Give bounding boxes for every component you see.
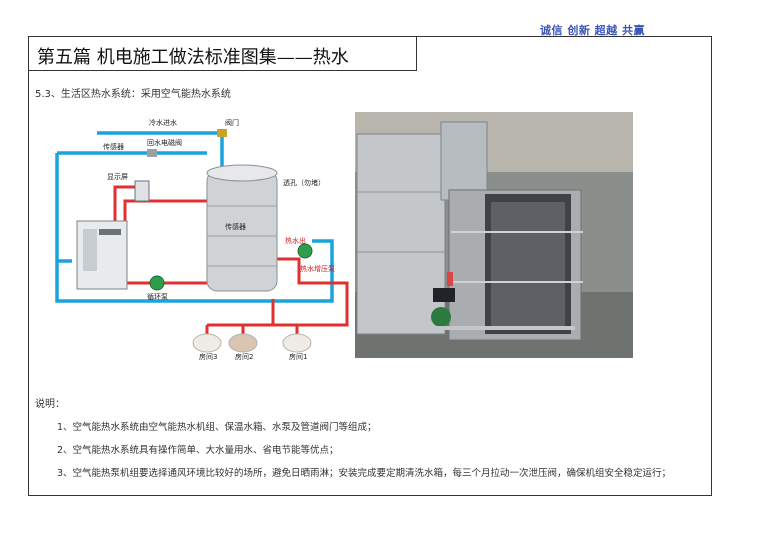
label-return-valve: 回水电磁阀	[147, 138, 182, 147]
circulation-pump	[149, 275, 165, 291]
label-booster-pump: 热水增压泵	[300, 264, 335, 273]
note-item-2: 2、空气能热水系统具有操作简单、大水量用水、省电节能等优点；	[57, 445, 339, 456]
return-solenoid-valve	[147, 149, 157, 157]
label-vent: 透孔（勿堵）	[283, 178, 325, 187]
display-screen	[134, 180, 150, 202]
label-room-3: 房间3	[199, 352, 217, 361]
hot-water-pipes	[113, 185, 349, 335]
label-sensor-1: 传感器	[103, 142, 124, 151]
installation-photo	[355, 112, 633, 358]
page-frame: 第五篇 机电施工做法标准图集——热水 5.3、生活区热水系统：采用空气能热水系统	[28, 36, 712, 496]
booster-pump	[297, 243, 313, 259]
notes-heading: 说明：	[35, 399, 65, 410]
title-box: 第五篇 机电施工做法标准图集——热水	[29, 37, 417, 71]
water-tank	[206, 164, 278, 292]
page-title: 第五篇 机电施工做法标准图集——热水	[37, 47, 349, 68]
company-slogan: 诚信 创新 超越 共赢	[540, 24, 645, 37]
note-item-3: 3、空气能热泵机组要选择通风环境比较好的场所，避免日晒雨淋；安装完成要定期清洗水…	[57, 468, 672, 479]
label-room-2: 房间2	[235, 352, 253, 361]
label-circulation-pump: 循环泵	[147, 292, 168, 301]
label-cold-water: 冷水进水	[149, 118, 177, 127]
inlet-valve	[217, 129, 227, 137]
label-valve: 阀门	[225, 118, 239, 127]
note-item-1: 1、空气能热水系统由空气能热水机组、保温水箱、水泵及管道阀门等组成；	[57, 422, 377, 433]
hot-water-system-diagram: 冷水进水 阀门 传感器 回水电磁阀 显示屏 透孔（勿堵） 传感器 热水出 热水增…	[55, 118, 349, 361]
heat-pump-unit	[76, 220, 128, 290]
label-display: 显示屏	[107, 173, 128, 181]
label-sensor-2: 传感器	[225, 222, 246, 231]
label-room-1: 房间1	[289, 352, 307, 361]
room-fixtures	[192, 333, 312, 353]
section-heading: 5.3、生活区热水系统：采用空气能热水系统	[35, 89, 231, 100]
label-hot-out: 热水出	[285, 236, 306, 245]
